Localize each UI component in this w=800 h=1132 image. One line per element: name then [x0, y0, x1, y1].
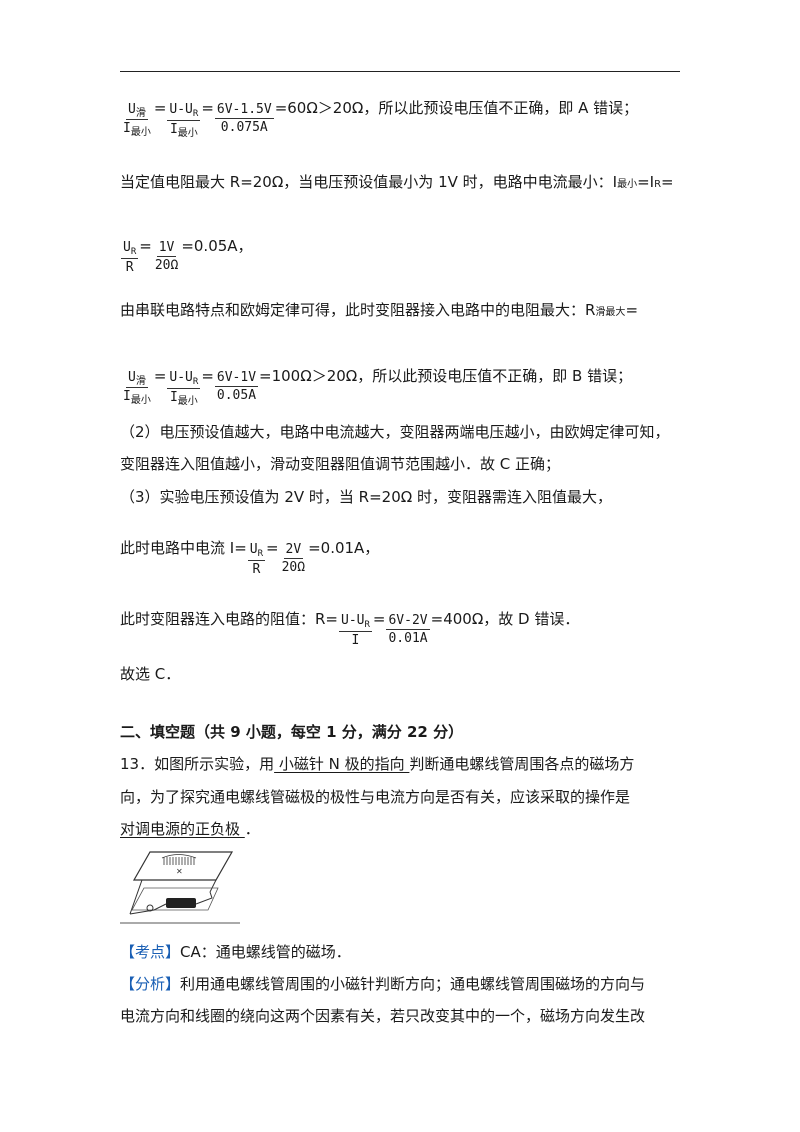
answer-line: 故选 C．: [120, 665, 181, 683]
solution-line-3: UR R = 1V 20Ω =0.05A，: [121, 237, 253, 275]
kaodian-tag: 【考点】: [120, 943, 181, 961]
solution-line-4: 由串联电路特点和欧姆定律可得，此时变阻器接入电路中的电阻最大：R滑最大=: [120, 301, 639, 319]
fraction-numeric-1: 6V-1.5V 0.075A: [214, 102, 274, 135]
fraction-u-slide-over-i-min: U滑 I最小: [123, 102, 151, 138]
question-13-line-1: 13．如图所示实验，用 小磁针 N 极的指向 判断通电螺线管周围各点的磁场方: [120, 755, 635, 773]
solution-line-1: U滑 I最小 = U-UR I最小 = 6V-1.5V 0.075A =60Ω＞…: [123, 99, 639, 139]
fenxi-line-1: 【分析】利用通电螺线管周围的小磁针判断方向；通电螺线管周围磁场的方向与: [120, 975, 646, 993]
answer-blank-2: 对调电源的正负极: [120, 820, 245, 838]
answer-blank-1: 小磁针 N 极的指向: [274, 755, 410, 773]
fraction-u-minus-ur-over-i: U-UR I: [339, 613, 372, 648]
fenxi-line-2: 电流方向和线圈的绕向这两个因素有关，若只改变其中的一个，磁场方向发生改: [120, 1007, 646, 1025]
fraction-ur-over-r: UR R: [121, 240, 139, 275]
solenoid-experiment-figure: ✕: [120, 851, 240, 924]
solution-line-10: 此时变阻器连入电路的阻值：R= U-UR I = 6V-2V 0.01A =40…: [120, 610, 580, 648]
solution-line-9: 此时电路中电流 I= UR R = 2V 20Ω =0.01A，: [120, 539, 380, 577]
kaodian-line: 【考点】CA：通电螺线管的磁场．: [120, 943, 351, 961]
fraction-ur-over-r-2: UR R: [247, 542, 266, 577]
solution-line-7: 变阻器连入阻值越小，滑动变阻器阻值调节范围越小．故 C 正确；: [120, 455, 561, 473]
fraction-u-slide-over-i-min-2: U滑 I最小: [123, 370, 151, 406]
fenxi-tag: 【分析】: [120, 975, 181, 993]
solution-line-6: （2）电压预设值越大，电路中电流越大，变阻器两端电压越小，由欧姆定律可知，: [120, 423, 670, 441]
fraction-numeric-2: 1V 20Ω: [154, 240, 179, 273]
header-rule: [120, 71, 680, 72]
fraction-numeric-3: 6V-1V 0.05A: [214, 370, 259, 403]
solution-line-5: U滑 I最小 = U-UR I最小 = 6V-1V 0.05A =100Ω＞20…: [123, 367, 633, 407]
solution-line-8: （3）实验电压预设值为 2V 时，当 R=20Ω 时，变阻器需连入阻值最大，: [120, 488, 612, 506]
solution-line-2: 当定值电阻最大 R=20Ω，当电压预设值最小为 1V 时，电路中电流最小：I最小…: [120, 173, 674, 191]
section-heading: 二、填空题（共 9 小题，每空 1 分，满分 22 分）: [120, 723, 464, 741]
question-13-line-3: 对调电源的正负极 ．: [120, 820, 260, 838]
fraction-u-minus-ur-over-i-min-2: U-UR I最小: [167, 370, 201, 407]
svg-text:✕: ✕: [176, 867, 183, 876]
fraction-u-minus-ur-over-i-min: U-UR I最小: [167, 102, 201, 139]
fraction-numeric-4: 2V 20Ω: [281, 542, 306, 575]
question-13-line-2: 向，为了探究通电螺线管磁极的极性与电流方向是否有关，应该采取的操作是: [120, 788, 631, 806]
fraction-numeric-5: 6V-2V 0.01A: [386, 613, 430, 646]
